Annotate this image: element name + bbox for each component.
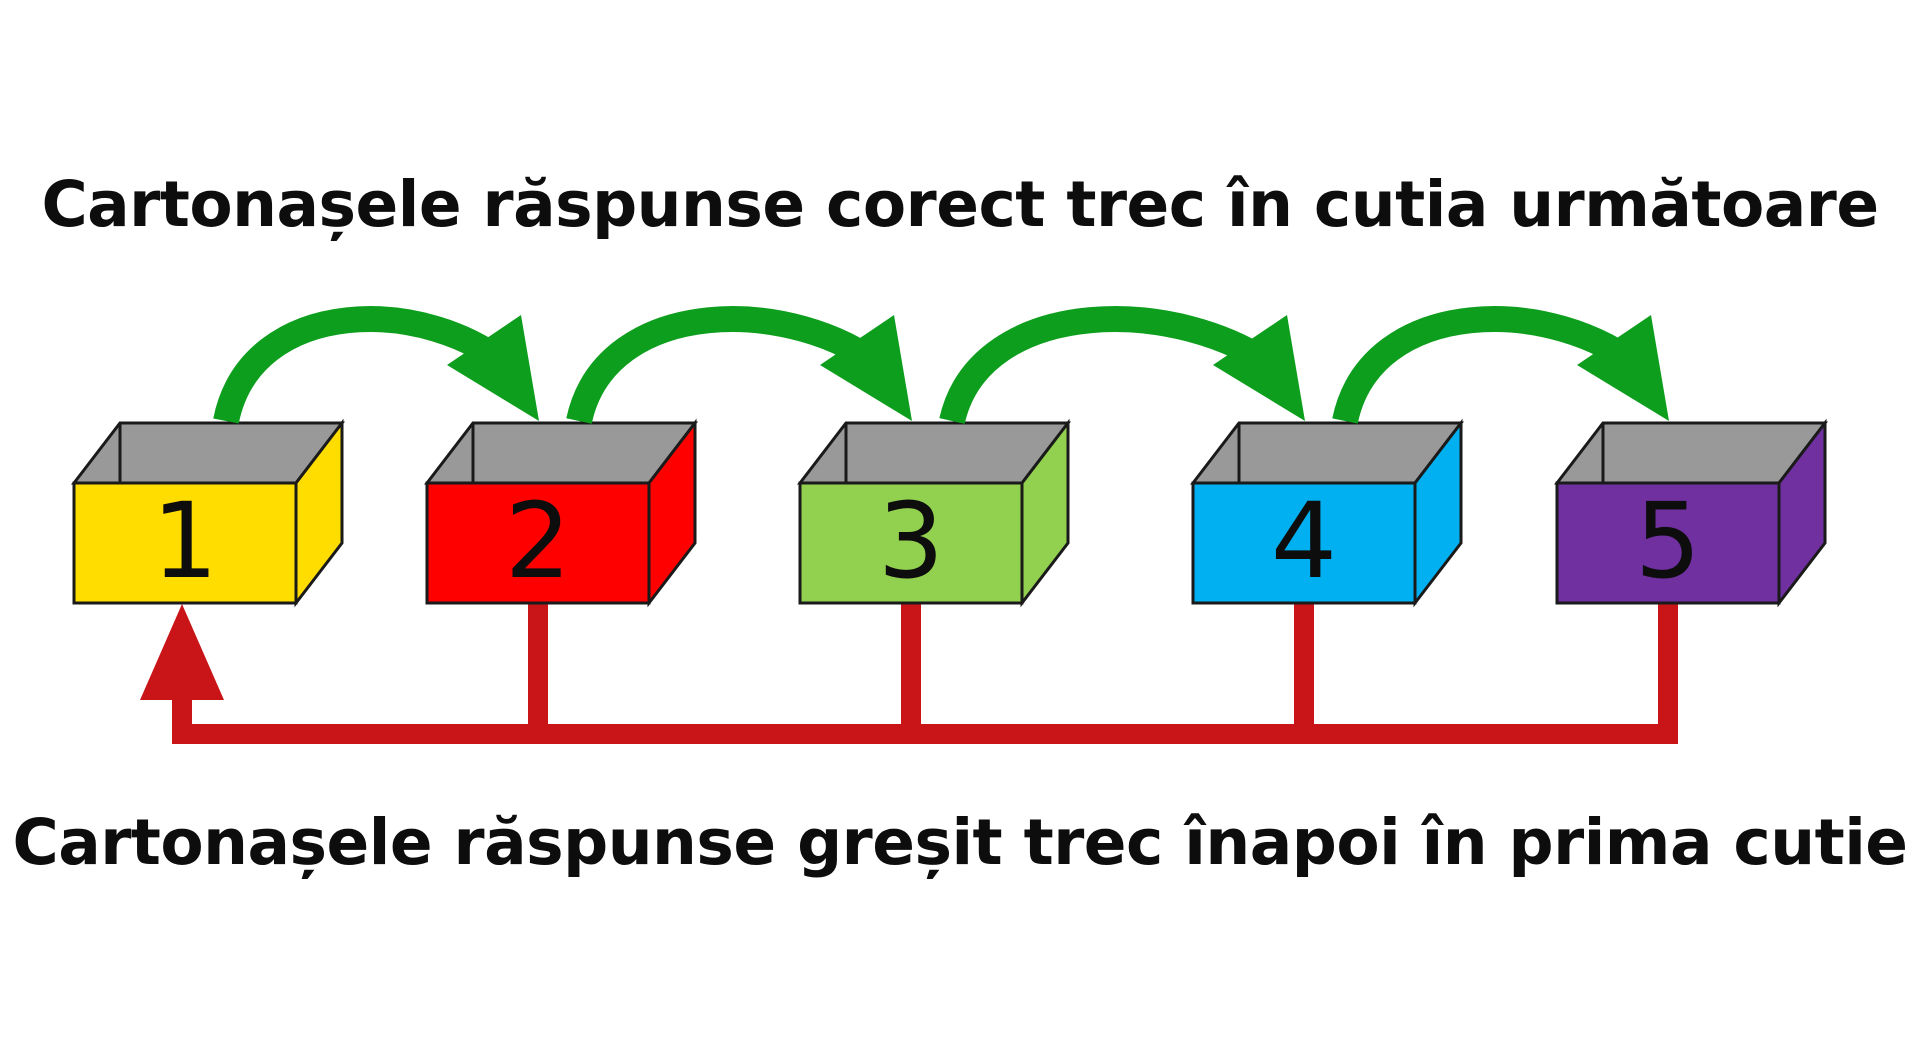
- return-arrowhead: [140, 604, 224, 700]
- caption-correct: Cartonașele răspunse corect trec în cuti…: [41, 168, 1879, 241]
- forward-arrow-shaft: [566, 306, 895, 425]
- box-front: [1555, 481, 1781, 605]
- box-number: 2: [505, 480, 571, 602]
- forward-arrowhead: [820, 315, 912, 421]
- box-number: 5: [1635, 480, 1701, 602]
- box-2: 2: [423, 418, 699, 608]
- box-number: 3: [878, 480, 944, 602]
- caption-wrong: Cartonașele răspunse greșit trec înapoi …: [12, 806, 1908, 879]
- box-4: 4: [1189, 418, 1465, 608]
- box-5: 5: [1553, 418, 1829, 608]
- return-line: [172, 603, 1678, 744]
- correct-answer-arrows: [213, 306, 1669, 425]
- forward-arrowhead: [1577, 315, 1669, 421]
- boxes-row: 1 2 3 4 5: [70, 418, 1829, 608]
- wrong-answer-return-arrow: [140, 603, 1678, 744]
- forward-arrow-shaft: [213, 306, 522, 425]
- box-front: [1191, 481, 1417, 605]
- box-1: 1: [70, 418, 346, 608]
- forward-arrow-shaft: [939, 306, 1287, 425]
- box-front: [425, 481, 651, 605]
- box-number: 4: [1271, 480, 1337, 602]
- box-number: 1: [152, 480, 218, 602]
- box-front: [798, 481, 1024, 605]
- forward-arrowhead: [447, 315, 539, 421]
- box-3: 3: [796, 418, 1072, 608]
- box-front: [72, 481, 298, 605]
- forward-arrow-shaft: [1332, 306, 1652, 425]
- forward-arrowhead: [1213, 315, 1305, 421]
